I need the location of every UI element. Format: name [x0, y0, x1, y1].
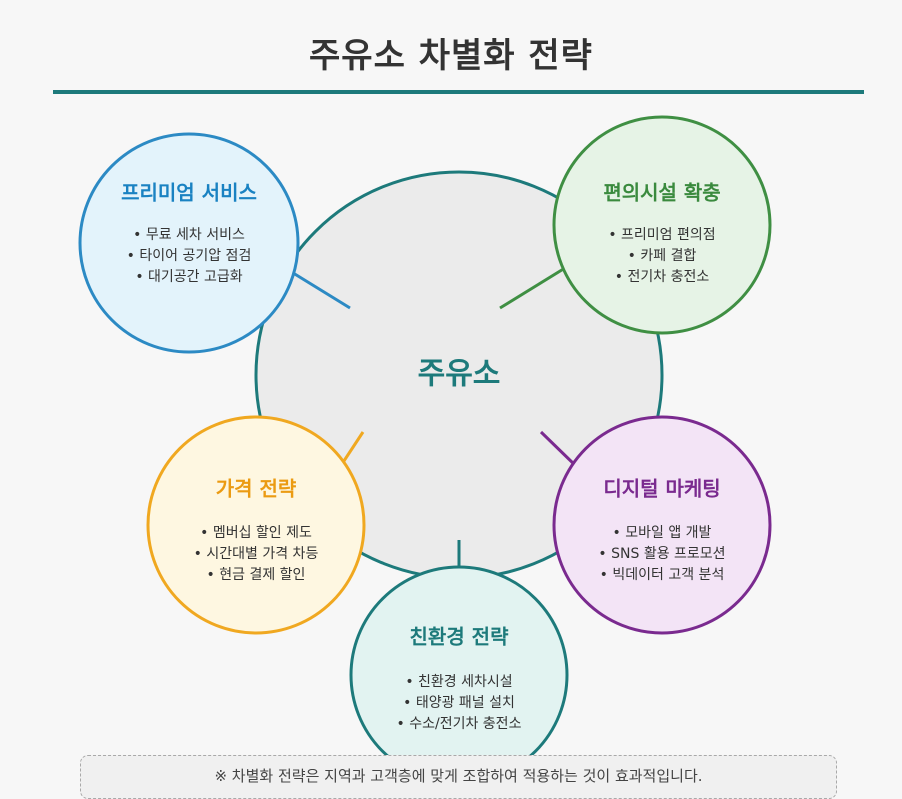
eco-item: • 태양광 패널 설치: [403, 695, 515, 711]
premium-title: 프리미엄 서비스: [121, 181, 257, 205]
connector-digital: [539, 430, 580, 470]
title-divider: [53, 90, 864, 94]
premium-item: • 대기공간 고급화: [135, 269, 242, 285]
premium-circle: [78, 132, 300, 354]
convenience-circle: [552, 115, 772, 335]
footnote-text: ※ 차별화 전략은 지역과 고객층에 맞게 조합하여 적용하는 것이 효과적입니…: [214, 767, 703, 785]
connector-premium: [284, 266, 351, 310]
premium-item: • 무료 세차 서비스: [133, 227, 245, 243]
strategy-node-digital: 디지털 마케팅 • 모바일 앱 개발 • SNS 활용 프로모션 • 빅데이터 …: [552, 415, 772, 635]
digital-item: • SNS 활용 프로모션: [598, 546, 725, 562]
price-circle: [146, 415, 366, 635]
eco-item: • 수소/전기차 충전소: [397, 716, 522, 732]
price-item: • 시간대별 가격 차등: [194, 546, 319, 562]
connector-convenience: [499, 266, 566, 310]
footnote-box: ※ 차별화 전략은 지역과 고객층에 맞게 조합하여 적용하는 것이 효과적입니…: [80, 755, 837, 799]
strategy-node-eco: 친환경 전략 • 친환경 세차시설 • 태양광 패널 설치 • 수소/전기차 충…: [349, 565, 569, 785]
price-title: 가격 전략: [216, 477, 297, 501]
strategy-node-price: 가격 전략 • 멤버십 할인 제도 • 시간대별 가격 차등 • 현금 결제 할…: [146, 415, 366, 635]
digital-item: • 모바일 앱 개발: [613, 525, 712, 541]
digital-item: • 빅데이터 고객 분석: [600, 567, 725, 583]
convenience-item: • 프리미엄 편의점: [608, 227, 715, 243]
convenience-item: • 카페 결합: [628, 248, 697, 264]
strategy-node-premium: 프리미엄 서비스 • 무료 세차 서비스 • 타이어 공기압 점검 • 대기공간…: [78, 132, 300, 354]
eco-item: • 친환경 세차시설: [405, 674, 512, 690]
convenience-item: • 전기차 충전소: [615, 269, 710, 285]
digital-circle: [552, 415, 772, 635]
premium-item: • 타이어 공기압 점검: [127, 248, 252, 264]
convenience-title: 편의시설 확충: [603, 181, 720, 205]
eco-title: 친환경 전략: [410, 625, 510, 649]
strategy-node-convenience: 편의시설 확충 • 프리미엄 편의점 • 카페 결합 • 전기차 충전소: [552, 115, 772, 335]
center-label: 주유소: [418, 357, 501, 392]
price-item: • 멤버십 할인 제도: [200, 525, 312, 541]
page-title: 주유소 차별화 전략: [309, 36, 593, 76]
digital-title: 디지털 마케팅: [603, 477, 720, 501]
price-item: • 현금 결제 할인: [207, 567, 306, 583]
